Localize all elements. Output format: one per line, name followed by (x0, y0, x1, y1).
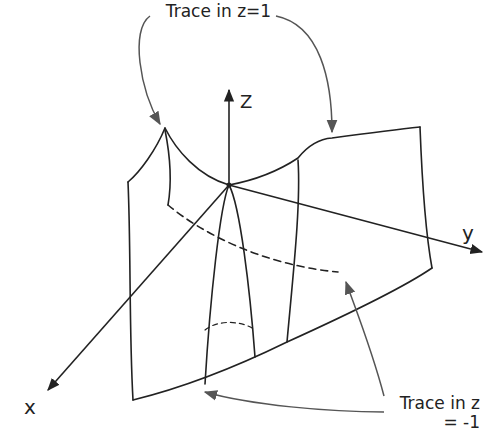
leader-arrow (205, 392, 384, 412)
surface-edge (420, 127, 432, 268)
surface-edge (128, 182, 133, 400)
leader-arrow (139, 16, 160, 124)
hidden-trace (205, 322, 255, 330)
y-axis (229, 185, 482, 252)
surface-parabola (205, 185, 255, 384)
axis-label: y (462, 222, 488, 244)
surface-fold (287, 160, 299, 342)
surface-edge (128, 128, 165, 182)
trace-label: Trace in z=1 (156, 2, 281, 21)
x-axis (48, 185, 229, 390)
z-axis (228, 90, 230, 185)
surface-edge (165, 128, 229, 185)
origin-dot (227, 183, 232, 188)
axis-label: Z (240, 92, 270, 112)
front-trace (133, 268, 432, 400)
surface-edge (229, 127, 420, 185)
leader-arrow (276, 16, 332, 132)
surface-fold (165, 130, 170, 205)
hidden-trace (168, 205, 338, 272)
leader-arrow (346, 282, 384, 396)
trace-label: Trace in z = -1 (388, 394, 480, 431)
axis-label: x (24, 396, 50, 418)
